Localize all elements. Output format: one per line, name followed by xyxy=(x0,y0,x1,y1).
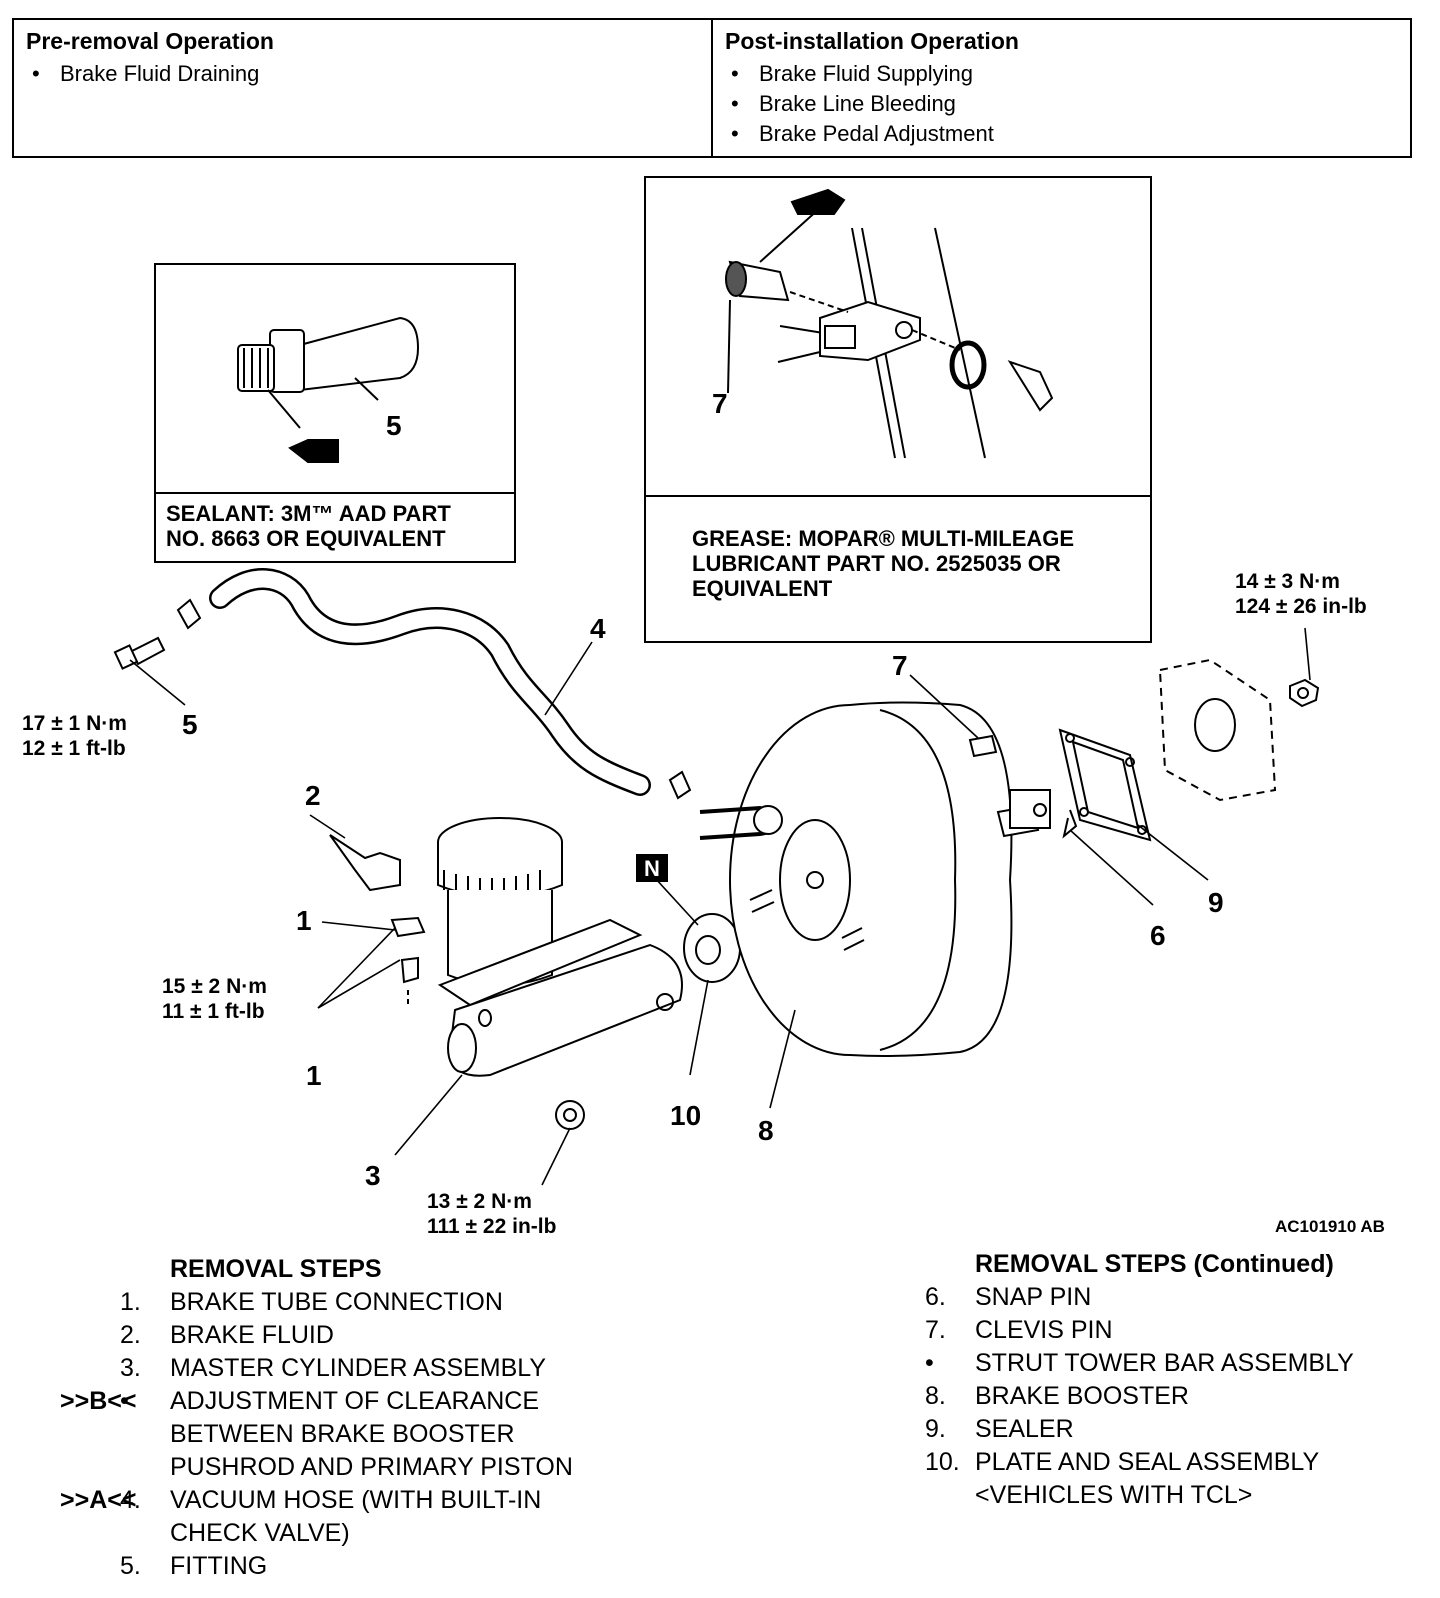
n-badge-box xyxy=(636,854,668,882)
step-row: <VEHICLES WITH TCL> xyxy=(975,1481,1253,1509)
torque-spec-line: 15 ± 2 N·m xyxy=(162,975,267,998)
master-cylinder-drawing xyxy=(329,817,683,1130)
step-row: >>B<<•ADJUSTMENT OF CLEARANCE xyxy=(60,1387,540,1415)
pre-removal-column: Pre-removal Operation Brake Fluid Draini… xyxy=(14,20,711,156)
pre-removal-title: Pre-removal Operation xyxy=(26,28,274,54)
sealant-callout-line: NO. 8663 OR EQUIVALENT xyxy=(166,526,446,551)
grease-callout-line: EQUIVALENT xyxy=(692,576,833,601)
nut-drawing xyxy=(1289,678,1320,708)
list-item: Brake Fluid Draining xyxy=(32,59,699,89)
step-row: 3.MASTER CYLINDER ASSEMBLY xyxy=(120,1354,547,1382)
post-installation-title: Post-installation Operation xyxy=(725,28,1019,54)
removal-steps-continued-title: REMOVAL STEPS (Continued) xyxy=(975,1250,1334,1278)
sealer-gasket-drawing xyxy=(1058,728,1152,842)
step-row: CHECK VALVE) xyxy=(170,1519,350,1547)
part-number-7: 7 xyxy=(892,650,908,681)
part-number-5: 5 xyxy=(386,410,402,441)
snap-pin-drawing xyxy=(1062,809,1078,839)
part-number-6: 6 xyxy=(1150,920,1166,951)
torque-spec-line: 13 ± 2 N·m xyxy=(427,1190,532,1213)
part-number-9: 9 xyxy=(1208,887,1224,918)
part-number-7: 7 xyxy=(712,388,728,419)
step-row: 10.PLATE AND SEAL ASSEMBLY xyxy=(925,1448,1320,1476)
list-item: Brake Line Bleeding xyxy=(731,89,1398,119)
step-row: 9.SEALER xyxy=(925,1415,1074,1443)
figure-code: AC101910 AB xyxy=(1275,1217,1385,1236)
post-installation-column: Post-installation Operation Brake Fluid … xyxy=(711,20,1410,156)
vacuum-hose-drawing xyxy=(176,568,692,800)
part-number-1: 1 xyxy=(306,1060,322,1091)
sealant-inset-frame xyxy=(154,263,516,563)
list-item: Brake Fluid Supplying xyxy=(731,59,1398,89)
torque-spec-line: 12 ± 1 ft-lb xyxy=(22,737,126,760)
step-row: 5.FITTING xyxy=(120,1552,268,1580)
part-number-4: 4 xyxy=(590,613,606,644)
grease-inset-frame xyxy=(644,176,1152,643)
part-number-2: 2 xyxy=(305,780,321,811)
fitting-drawing xyxy=(113,636,166,670)
torque-spec-line: 124 ± 26 in-lb xyxy=(1235,595,1367,618)
part-number-10: 10 xyxy=(670,1100,701,1131)
step-row: 8.BRAKE BOOSTER xyxy=(925,1382,1189,1410)
mounting-plate-drawing xyxy=(1158,658,1277,802)
torque-spec-line: 111 ± 22 in-lb xyxy=(427,1215,556,1238)
brake-booster-drawing xyxy=(699,701,1051,1057)
grease-callout-line: LUBRICANT PART NO. 2525035 OR xyxy=(692,551,1061,576)
step-row: 7.CLEVIS PIN xyxy=(925,1316,1113,1344)
torque-spec-line: 11 ± 1 ft-lb xyxy=(162,1000,265,1023)
sealant-tube-icon xyxy=(288,439,339,463)
clevis-inset-drawing xyxy=(725,188,1054,459)
torque-spec-line: 17 ± 1 N·m xyxy=(22,712,127,735)
torque-spec-line: 14 ± 3 N·m xyxy=(1235,570,1340,593)
step-row: •STRUT TOWER BAR ASSEMBLY xyxy=(925,1349,1354,1377)
part-number-8: 8 xyxy=(758,1115,774,1146)
removal-steps: REMOVAL STEPS 1.BRAKE TUBE CONNECTION 2.… xyxy=(60,1253,700,1583)
pre-removal-list: Brake Fluid Draining xyxy=(26,59,699,89)
step-row: >>A<<4.VACUUM HOSE (WITH BUILT-IN xyxy=(60,1486,542,1514)
step-row: 6.SNAP PIN xyxy=(925,1283,1092,1311)
fitting-inset-drawing xyxy=(237,316,420,429)
step-row: BETWEEN BRAKE BOOSTER xyxy=(170,1420,515,1448)
plate-seal-drawing xyxy=(636,854,741,983)
leader-lines xyxy=(129,627,1311,1186)
part-number-5: 5 xyxy=(182,709,198,740)
n-badge-label: N xyxy=(644,856,660,881)
part-number-3: 3 xyxy=(365,1160,381,1191)
list-item: Brake Pedal Adjustment xyxy=(731,119,1398,149)
step-row: PUSHROD AND PRIMARY PISTON xyxy=(170,1453,573,1481)
removal-steps-title: REMOVAL STEPS xyxy=(170,1255,382,1283)
removal-steps-continued: REMOVAL STEPS (Continued) 6.SNAP PIN 7.C… xyxy=(925,1248,1425,1512)
step-row: 2.BRAKE FLUID xyxy=(120,1321,334,1349)
step-row: 1.BRAKE TUBE CONNECTION xyxy=(120,1288,503,1316)
post-installation-list: Brake Fluid Supplying Brake Line Bleedin… xyxy=(725,59,1398,149)
operations-table: Pre-removal Operation Brake Fluid Draini… xyxy=(12,18,1412,158)
sealant-callout-line: SEALANT: 3M™ AAD PART xyxy=(166,501,451,526)
part-number-1: 1 xyxy=(296,905,312,936)
grease-callout-line: GREASE: MOPAR® MULTI-MILEAGE xyxy=(692,526,1074,551)
